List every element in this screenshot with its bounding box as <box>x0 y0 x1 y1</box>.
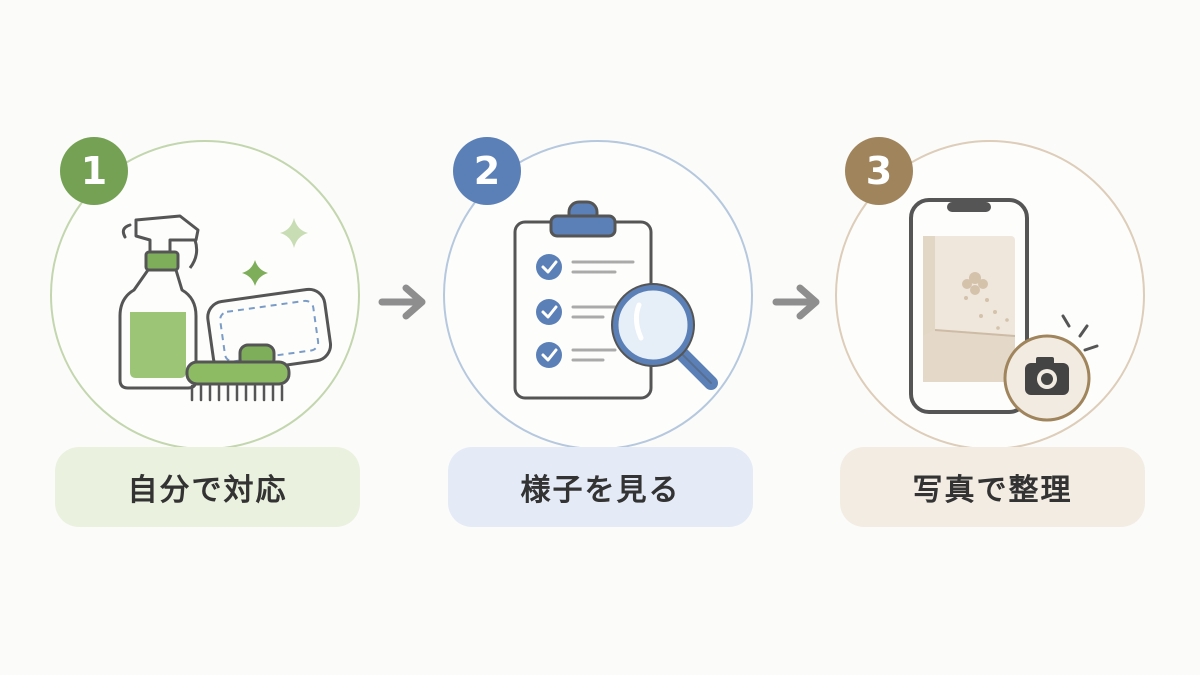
arrow-right-icon <box>378 284 426 320</box>
step-2-number-badge: 2 <box>453 137 521 205</box>
step-1: 1 自分で対応 <box>35 0 375 675</box>
step-3-label: 写真で整理 <box>840 447 1145 527</box>
step-1-number-badge: 1 <box>60 137 128 205</box>
clipboard-magnifier-icon <box>513 200 718 400</box>
step-2-label: 様子を見る <box>448 447 753 527</box>
step-3: 3 写真で整理 <box>820 0 1160 675</box>
step-3-number-badge: 3 <box>845 137 913 205</box>
smartphone-camera-icon <box>909 198 1099 422</box>
arrow-right-icon <box>772 284 820 320</box>
step-1-label: 自分で対応 <box>55 447 360 527</box>
spray-bottle-brush-cloth-icon <box>118 214 333 402</box>
step-2: 2 様子を見る <box>428 0 768 675</box>
